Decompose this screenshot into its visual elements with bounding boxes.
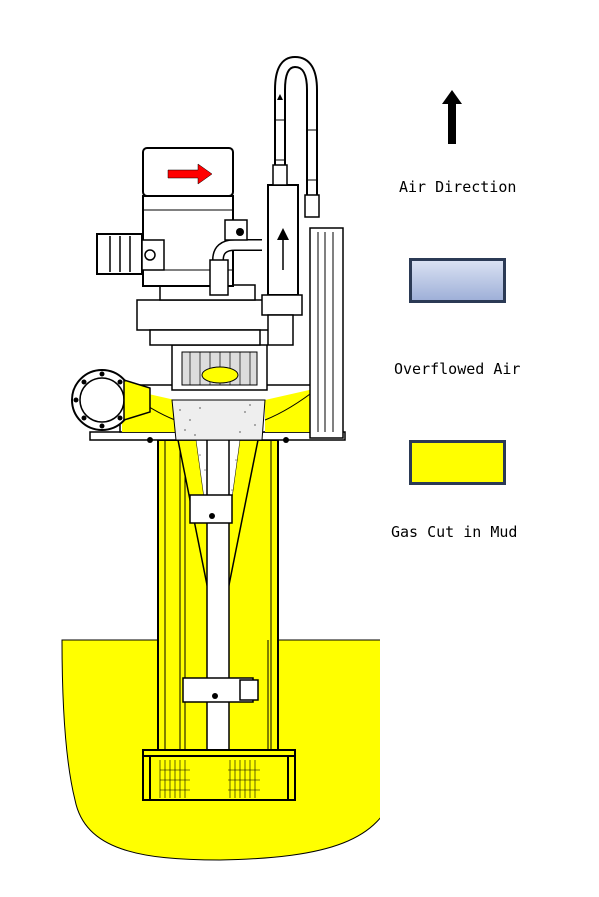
side-frame [309,227,344,439]
up-arrow-icon [442,90,462,144]
motor-rotation-arrow [167,163,213,185]
overflowed-air-label: Overflowed Air [394,360,521,378]
degasser-diagram [61,55,380,861]
bottom-cage [142,749,296,801]
gas-cut-in-mud-swatch [409,440,506,485]
shaft [206,394,230,796]
air-direction-label: Air Direction [399,178,517,196]
overflow-chamber [171,399,266,441]
overflowed-air-swatch [409,258,506,303]
gas-cut-in-mud-label: Gas Cut in Mud [391,523,518,541]
